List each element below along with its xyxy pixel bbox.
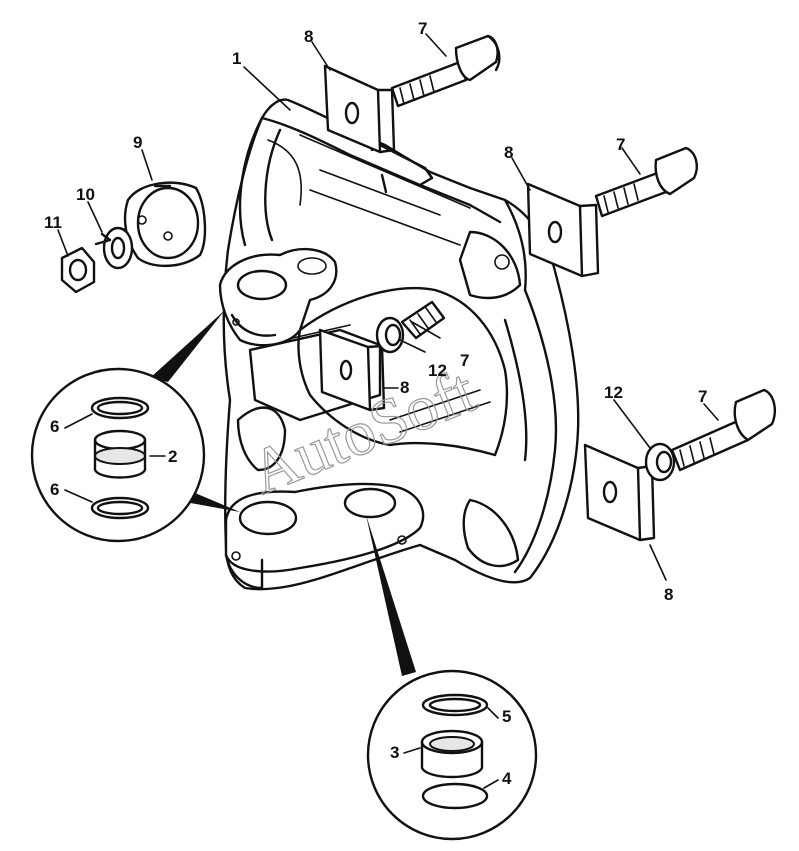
- bolt-right-upper: [594, 146, 698, 218]
- connector-upper: [150, 310, 225, 382]
- callout-3: 3: [390, 743, 399, 762]
- pad-right-lower: [583, 443, 656, 542]
- pad-top: [323, 64, 396, 154]
- upper-pivot-arm: [218, 247, 338, 347]
- callout-5: 5: [502, 707, 511, 726]
- callout-4: 4: [502, 769, 512, 788]
- callout-labels: 1 2 3 4 5 6 6 7 7 7 7 8 8 8 8 9 10 11 12…: [44, 19, 707, 788]
- callout-7-right-upper: 7: [616, 135, 625, 154]
- callout-9: 9: [133, 133, 142, 152]
- leader-lines: [57, 33, 719, 789]
- hex-nut: [60, 246, 96, 294]
- callout-10: 10: [76, 185, 95, 204]
- bolt-top: [390, 34, 501, 108]
- detail-circle-upper: [30, 367, 206, 543]
- tab-washer: [94, 226, 134, 270]
- callout-8-right-upper: 8: [504, 143, 513, 162]
- callout-12-center: 12: [428, 361, 447, 380]
- callout-7-top: 7: [418, 19, 427, 38]
- callout-6-lower: 6: [50, 480, 59, 499]
- connector-middle: [185, 490, 240, 512]
- connector-lower: [366, 515, 416, 676]
- pad-right-upper: [526, 182, 600, 278]
- callout-7-right-lower: 7: [698, 387, 707, 406]
- callout-6-upper: 6: [50, 417, 59, 436]
- bolt-center: [400, 300, 446, 340]
- lock-plate: [123, 181, 207, 268]
- callout-11: 11: [44, 213, 62, 232]
- washer-right: [644, 442, 676, 482]
- callout-8-right-lower: 8: [664, 585, 673, 604]
- callout-8-center: 8: [400, 378, 409, 397]
- washer-center: [375, 316, 405, 354]
- pad-center: [318, 328, 386, 412]
- callout-1: 1: [232, 49, 241, 68]
- callout-12-right: 12: [604, 383, 623, 402]
- callout-2: 2: [168, 447, 177, 466]
- callout-8-top: 8: [304, 27, 313, 46]
- callout-7-center: 7: [460, 351, 469, 370]
- bolt-right-lower: [670, 388, 776, 472]
